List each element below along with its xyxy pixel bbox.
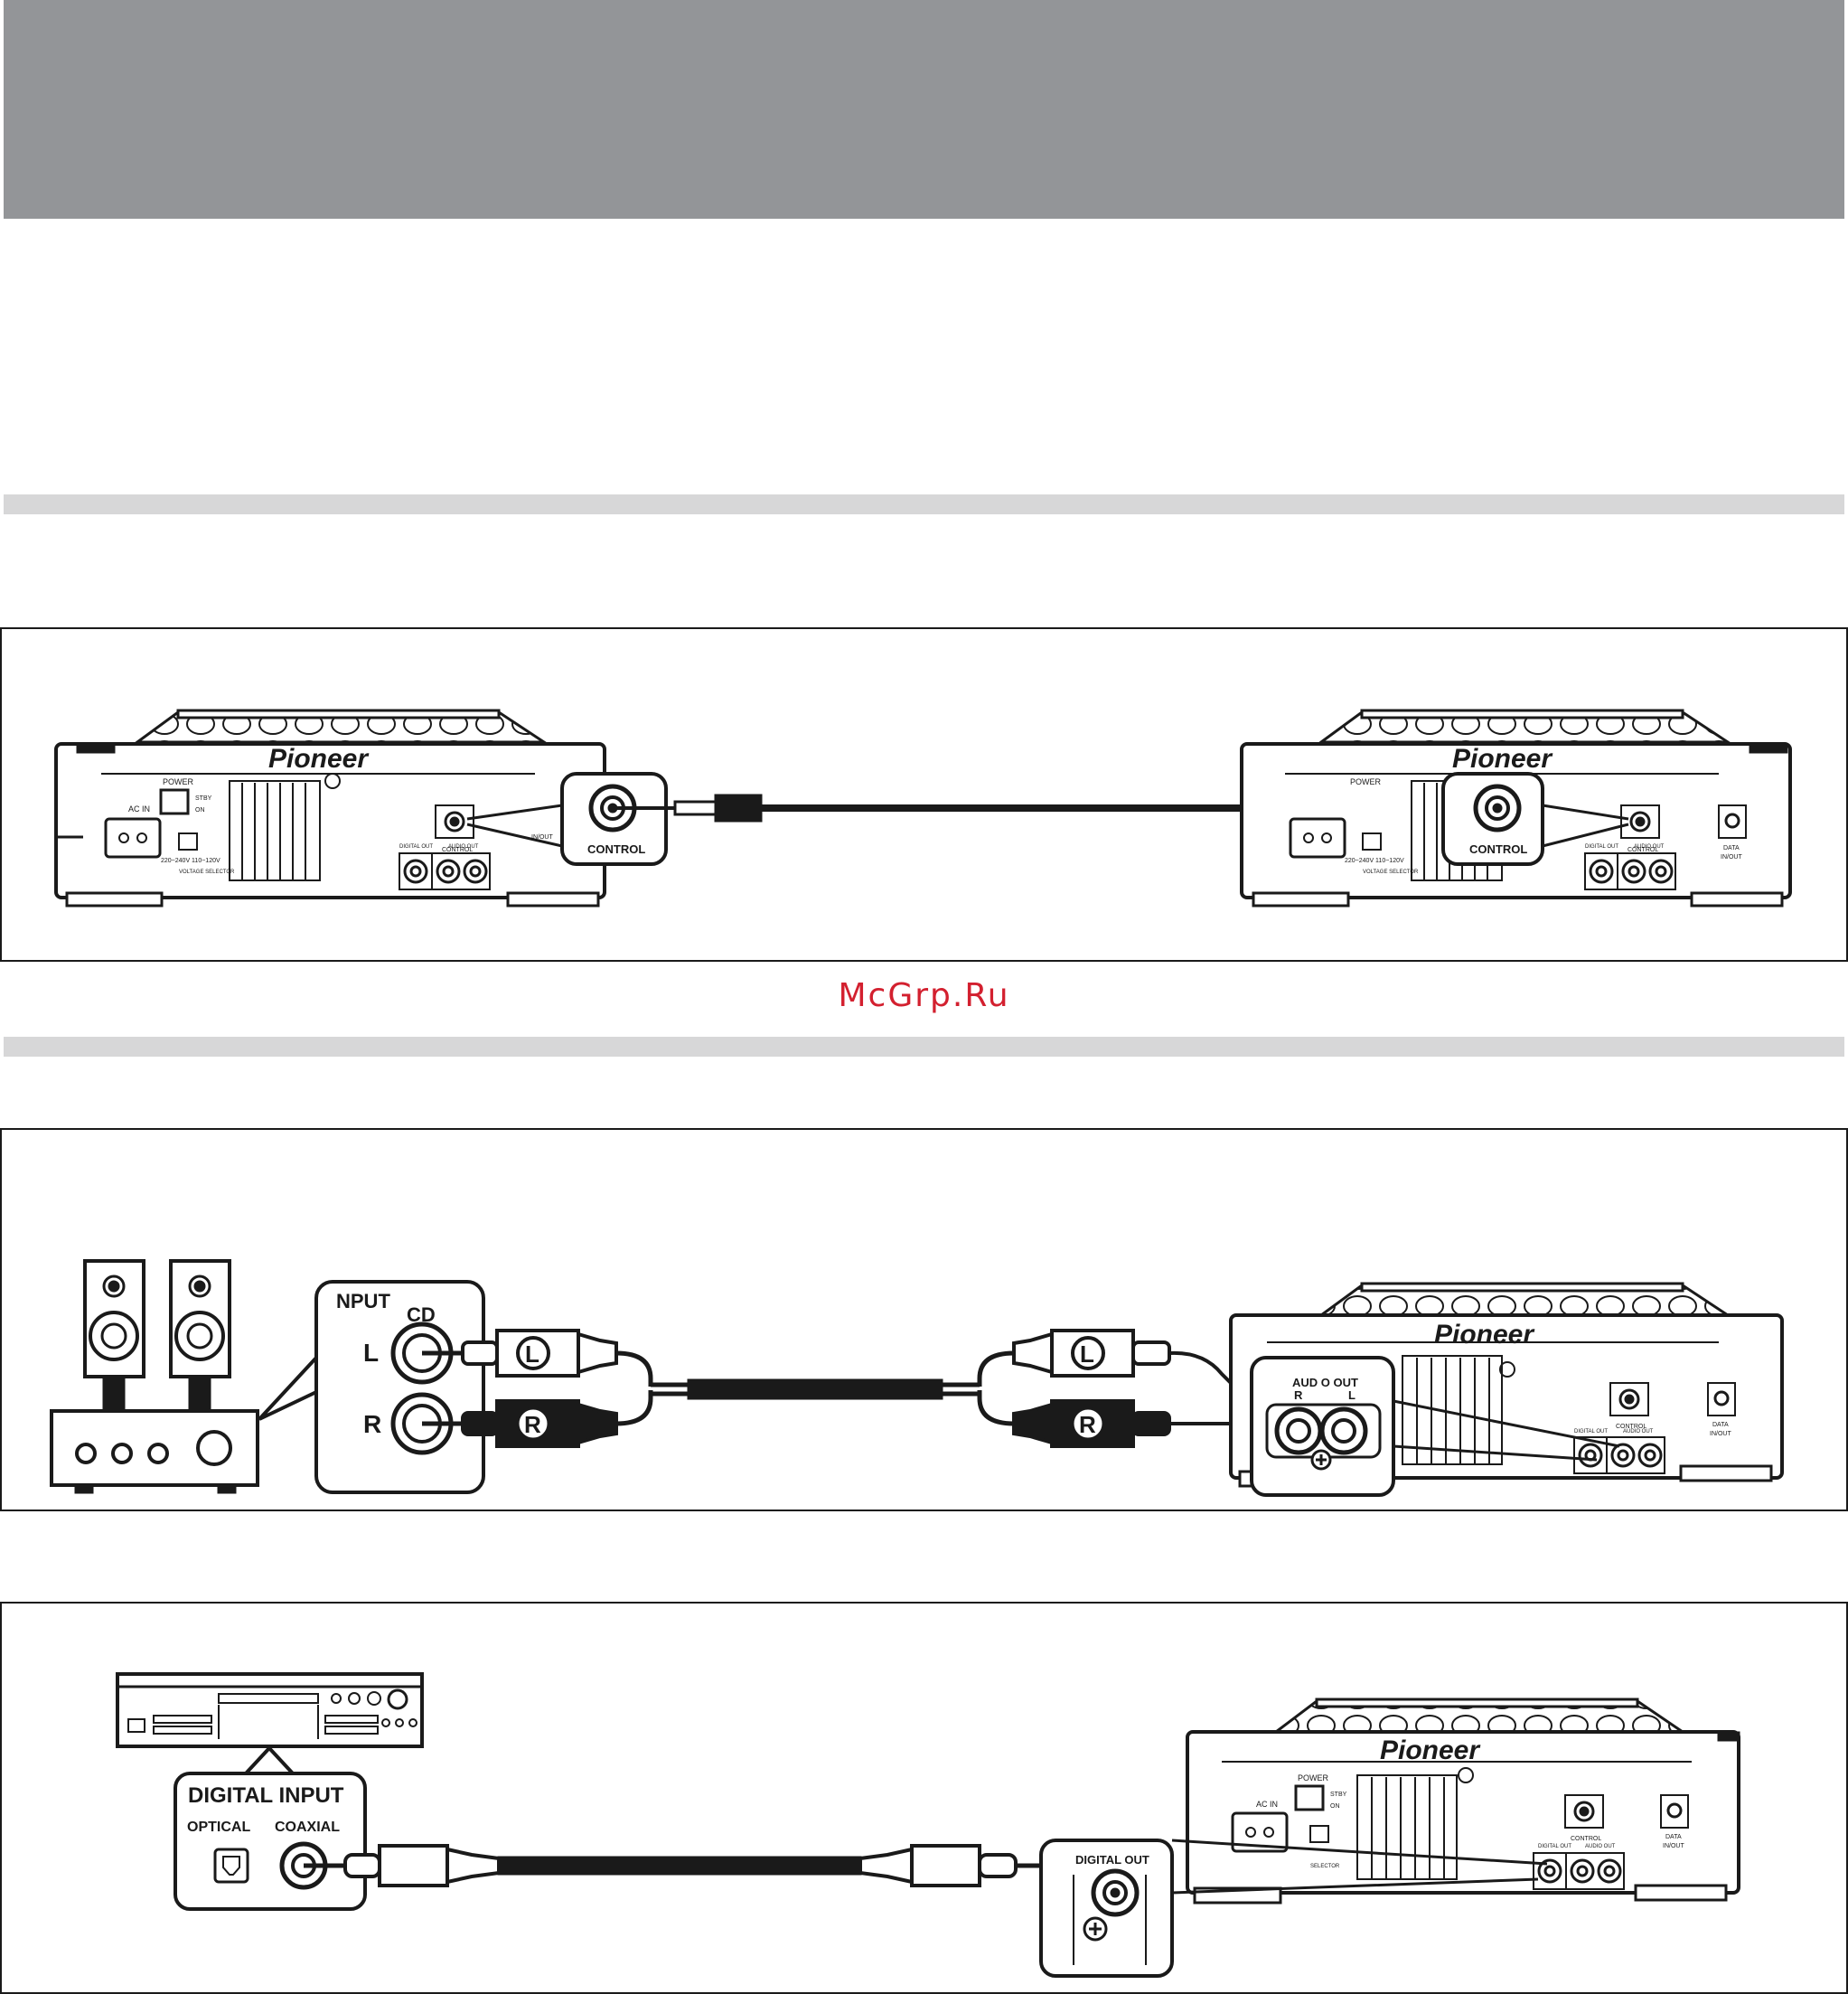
svg-text:CONTROL: CONTROL	[442, 847, 473, 853]
voltage-selector-label: VOLTAGE SELECTOR	[179, 870, 235, 875]
svg-text:DIGITAL OUT: DIGITAL OUT	[399, 844, 433, 850]
svg-text:R: R	[1294, 1388, 1303, 1402]
audio-out-label: AUD O OUT	[1292, 1376, 1358, 1389]
coaxial-label: COAXIAL	[275, 1820, 340, 1835]
svg-text:IN/OUT: IN/OUT	[1663, 1843, 1684, 1849]
cdj-deck: Pioneer AC IN POWER STBY ON SELECTOR CON…	[1186, 1698, 1740, 1905]
svg-text:SELECTOR: SELECTOR	[1310, 1864, 1340, 1869]
svg-text:VOLTAGE SELECTOR: VOLTAGE SELECTOR	[1363, 870, 1419, 875]
svg-text:STBY: STBY	[1330, 1792, 1347, 1798]
svg-text:L: L	[1348, 1388, 1356, 1402]
header-band	[4, 0, 1844, 219]
deck-digital-out-callout: DIGITAL OUT	[1039, 1839, 1548, 1978]
brand-logo: Pioneer	[1452, 744, 1553, 774]
rca-plug-r-deck: R	[1012, 1399, 1285, 1448]
section-rule-1	[4, 494, 1844, 514]
svg-text:DATA: DATA	[1712, 1422, 1729, 1428]
svg-text:IN/OUT: IN/OUT	[531, 834, 553, 841]
svg-text:DIGITAL OUT: DIGITAL OUT	[1585, 844, 1618, 850]
svg-text:ON: ON	[1330, 1803, 1340, 1810]
rca-plug-l-deck: L	[1012, 1329, 1269, 1421]
diagram-analog-audio: NPUT CD L R L R L	[0, 1128, 1848, 1511]
svg-text:IN/OUT: IN/OUT	[1710, 1431, 1731, 1437]
digital-input-label: DIGITAL INPUT	[188, 1783, 344, 1808]
svg-text:POWER: POWER	[1298, 1773, 1329, 1782]
svg-text:STBY: STBY	[195, 795, 212, 802]
brand-logo: Pioneer	[1434, 1320, 1535, 1350]
watermark: McGrp.Ru	[838, 977, 1010, 1014]
svg-text:ON: ON	[195, 807, 205, 814]
svg-text:L: L	[525, 1340, 539, 1368]
svg-text:L: L	[363, 1339, 379, 1367]
svg-text:CONTROL: CONTROL	[1616, 1424, 1646, 1430]
svg-text:POWER: POWER	[1350, 777, 1382, 786]
svg-text:DIGITAL OUT: DIGITAL OUT	[1574, 1429, 1608, 1434]
speaker-right	[169, 1259, 231, 1413]
svg-text:DATA: DATA	[1723, 845, 1740, 851]
svg-text:R: R	[363, 1410, 381, 1438]
voltage-label: 220~240V 110~120V	[161, 858, 220, 864]
svg-text:AUDIO OUT: AUDIO OUT	[448, 844, 479, 850]
ac-in-label: AC IN	[128, 804, 150, 814]
optical-label: OPTICAL	[187, 1820, 250, 1835]
input-label: NPUT	[336, 1290, 390, 1312]
svg-text:R: R	[524, 1411, 541, 1438]
svg-text:220~240V 110~120V: 220~240V 110~120V	[1345, 858, 1404, 864]
right-callout-label: CONTROL	[1469, 842, 1527, 856]
heat-sink	[229, 780, 321, 881]
power-label: POWER	[163, 777, 194, 786]
speaker-left	[83, 1259, 145, 1413]
svg-text:CONTROL: CONTROL	[1571, 1836, 1601, 1842]
rca-plug-r-amp: R	[422, 1399, 618, 1448]
digital-out-label: DIGITAL OUT	[1075, 1853, 1149, 1867]
stereo-rca-cable	[615, 1350, 1015, 1426]
diagram-control-link: Pioneer AC IN POWER STBY ON 220~240V 110…	[0, 627, 1848, 962]
svg-text:IN/OUT: IN/OUT	[1721, 854, 1742, 861]
brand-logo: Pioneer	[268, 744, 370, 774]
svg-text:AUDIO OUT: AUDIO OUT	[1623, 1429, 1654, 1434]
right-control-callout: CONTROL	[1441, 772, 1629, 866]
svg-text:L: L	[1080, 1340, 1094, 1368]
svg-text:DATA: DATA	[1665, 1834, 1682, 1840]
rca-plug-l-amp: L	[422, 1329, 618, 1378]
diagram-digital-coaxial: DIGITAL INPUT OPTICAL COAXIAL Pioneer AC…	[0, 1602, 1848, 1994]
deck-audio-out-callout: AUD O OUT R L	[1250, 1356, 1620, 1497]
left-control-callout: CONTROL	[466, 772, 707, 866]
svg-text:AC IN: AC IN	[1256, 1800, 1278, 1809]
amp-input-callout: NPUT CD L R	[258, 1280, 485, 1494]
svg-text:R: R	[1079, 1411, 1096, 1438]
left-cdj-deck: Pioneer AC IN POWER STBY ON 220~240V 110…	[54, 709, 606, 908]
digital-input-callout: DIGITAL INPUT OPTICAL COAXIAL	[174, 1745, 367, 1911]
svg-text:DIGITAL OUT: DIGITAL OUT	[1538, 1844, 1571, 1849]
amplifier	[50, 1409, 259, 1494]
svg-text:AUDIO OUT: AUDIO OUT	[1634, 844, 1665, 850]
section-rule-2	[4, 1037, 1844, 1057]
svg-text:CONTROL: CONTROL	[1628, 847, 1658, 853]
left-callout-label: CONTROL	[587, 842, 645, 856]
coaxial-cable	[304, 1844, 1104, 1887]
digital-recorder	[116, 1672, 424, 1748]
brand-logo: Pioneer	[1380, 1735, 1481, 1765]
svg-text:AUDIO OUT: AUDIO OUT	[1585, 1844, 1616, 1849]
